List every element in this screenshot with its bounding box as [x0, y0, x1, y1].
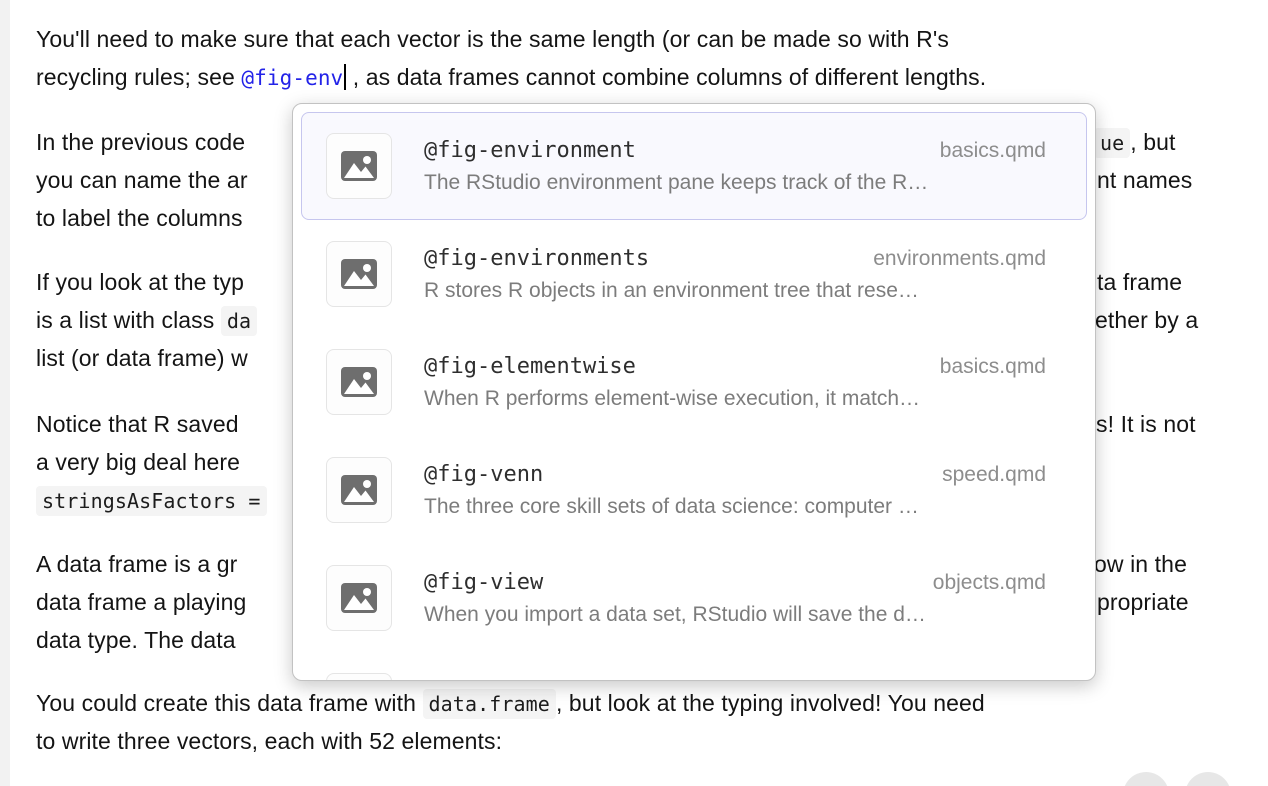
reference-id: @fig-environment	[424, 137, 636, 163]
image-placeholder-icon	[326, 673, 392, 680]
popup-item-header: @fig-environment basics.qmd	[424, 138, 1046, 163]
source-file: objects.qmd	[932, 570, 1046, 594]
paragraph-fragment: Notice that R saved	[36, 411, 239, 437]
popup-item[interactable]: @fig-view objects.qmd When you import a …	[301, 544, 1087, 652]
reference-description: When R performs element-wise execution, …	[424, 386, 921, 410]
popup-item-body: @fig-environment basics.qmd The RStudio …	[424, 138, 1046, 195]
reference-description: The RStudio environment pane keeps track…	[424, 170, 929, 194]
floating-button-shortcuts[interactable]	[1123, 772, 1169, 786]
paragraph-line: to write three vectors, each with 52 ele…	[36, 728, 503, 754]
source-file: environments.qmd	[873, 246, 1046, 270]
paragraph-fragment: to label the columns	[36, 205, 243, 231]
inline-code: data.frame	[422, 689, 556, 719]
paragraph-text: recycling rules; see	[36, 64, 242, 90]
text-cursor	[344, 64, 347, 90]
paragraph-fragment: s! It is not	[1096, 411, 1196, 437]
popup-item-body: @fig-venn speed.qmd The three core skill…	[424, 462, 1046, 519]
paragraph-fragment: ue, but	[1094, 127, 1176, 158]
floating-button-help[interactable]	[1185, 772, 1231, 786]
paragraph-text: You could create this data frame with	[36, 690, 423, 716]
image-placeholder-icon	[326, 241, 392, 307]
paragraph-line: You could create this data frame with da…	[36, 688, 985, 719]
popup-item-header: @fig-view objects.qmd	[424, 570, 1046, 595]
paragraph-fragment: ta frame	[1097, 269, 1183, 295]
image-placeholder-icon	[326, 457, 392, 523]
paragraph-fragment: is a list with class da	[36, 305, 258, 336]
popup-item[interactable]: @fig-	[301, 652, 1087, 680]
popup-item[interactable]: @fig-environments environments.qmd R sto…	[301, 220, 1087, 328]
reference-id: @fig-view	[424, 569, 544, 595]
inline-code: ue	[1094, 128, 1131, 158]
popup-item[interactable]: @fig-environment basics.qmd The RStudio …	[301, 112, 1087, 220]
source-file: basics.qmd	[939, 138, 1046, 162]
image-placeholder-icon	[326, 349, 392, 415]
reference-id: @fig-venn	[424, 461, 544, 487]
inline-code: da	[220, 306, 258, 336]
paragraph-fragment: you can name the ar	[36, 167, 248, 193]
gutter-strip	[0, 0, 10, 786]
paragraph-fragment: nt names	[1097, 167, 1193, 193]
paragraph-text: , but look at the typing involved! You n…	[555, 690, 985, 716]
paragraph-fragment: data type. The data	[36, 627, 236, 653]
popup-item-body: @fig-elementwise basics.qmd When R perfo…	[424, 354, 1046, 411]
popup-item[interactable]: @fig-venn speed.qmd The three core skill…	[301, 436, 1087, 544]
popup-item-body: @fig-view objects.qmd When you import a …	[424, 570, 1046, 627]
paragraph-fragment: propriate	[1097, 589, 1189, 615]
inline-code: stringsAsFactors =	[36, 486, 267, 516]
figure-reference-token[interactable]: @fig-env	[241, 66, 344, 90]
image-placeholder-icon	[326, 133, 392, 199]
paragraph-fragment: A data frame is a gr	[36, 551, 238, 577]
paragraph-fragment: In the previous code	[36, 129, 246, 155]
paragraph-line: You'll need to make sure that each vecto…	[36, 26, 949, 52]
reference-autocomplete-popup: @fig-environment basics.qmd The RStudio …	[292, 103, 1096, 681]
source-file: speed.qmd	[942, 462, 1046, 486]
paragraph-line: recycling rules; see @fig-env , as data …	[36, 62, 986, 93]
reference-description: The three core skill sets of data scienc…	[424, 494, 919, 518]
paragraph-fragment: a very big deal here	[36, 449, 241, 475]
reference-description: R stores R objects in an environment tre…	[424, 278, 919, 302]
paragraph-fragment: list (or data frame) w	[36, 345, 248, 371]
popup-item-header: @fig-environments environments.qmd	[424, 246, 1046, 271]
reference-id: @fig-elementwise	[424, 353, 636, 379]
popup-item-header: @fig-elementwise basics.qmd	[424, 354, 1046, 379]
reference-description: When you import a data set, RStudio will…	[424, 602, 926, 626]
paragraph-fragment: If you look at the typ	[36, 269, 245, 295]
reference-id: @fig-environments	[424, 245, 650, 271]
image-placeholder-icon	[326, 565, 392, 631]
source-file: basics.qmd	[939, 354, 1046, 378]
popup-item-body: @fig-environments environments.qmd R sto…	[424, 246, 1046, 303]
popup-item-header: @fig-venn speed.qmd	[424, 462, 1046, 487]
paragraph-fragment: ether by a	[1095, 307, 1199, 333]
paragraph-fragment: ow in the	[1094, 551, 1187, 577]
paragraph-fragment: stringsAsFactors =	[36, 485, 267, 516]
popup-item[interactable]: @fig-elementwise basics.qmd When R perfo…	[301, 328, 1087, 436]
paragraph-text: , as data frames cannot combine columns …	[346, 64, 987, 90]
paragraph-fragment: data frame a playing	[36, 589, 247, 615]
